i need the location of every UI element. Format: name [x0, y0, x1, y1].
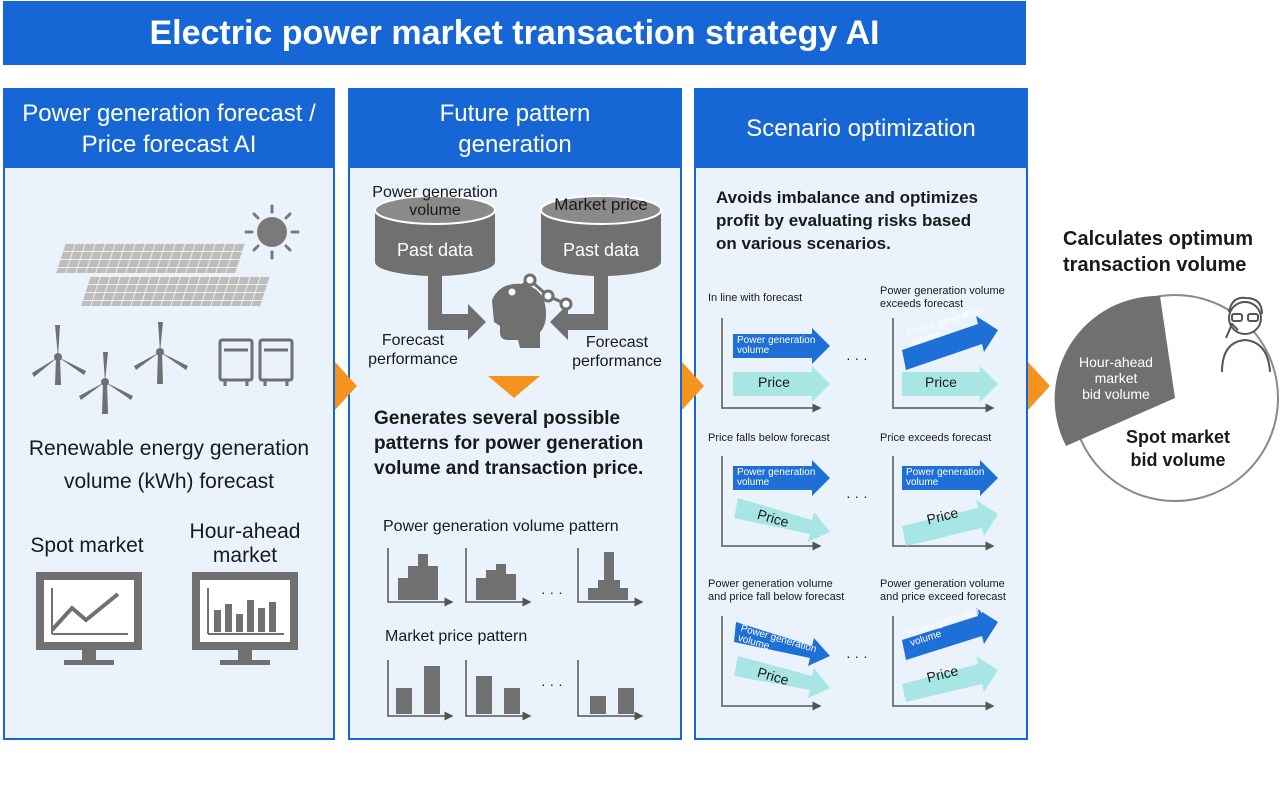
- scenario-price-below: Price falls below forecast: [708, 432, 830, 444]
- scenario-pgv-exceeds: Power generation volume exceeds forecast: [880, 285, 1005, 311]
- bid-volume-pie-chart: [1054, 294, 1279, 502]
- wind-turbine-icon: [32, 322, 188, 414]
- hour-ahead-bid-label: Hour-ahead market bid volume: [1064, 354, 1168, 402]
- header-line: generation: [458, 131, 572, 158]
- panel-pattern-generation-header: Future pattern generation: [350, 90, 680, 168]
- text-line: patterns for power generation: [374, 433, 644, 454]
- text-line: Hour-ahead: [1079, 354, 1153, 370]
- db2-label: Market price: [554, 195, 648, 214]
- text-line: Power generation volume: [880, 578, 1005, 590]
- sun-icon: [244, 204, 300, 260]
- pgv-pattern-label: Power generation volume pattern: [383, 518, 619, 535]
- text-line: Forecast: [381, 332, 445, 349]
- text-line: Spot market: [1125, 427, 1231, 447]
- generates-patterns-text: Generates several possible patterns for …: [374, 406, 643, 481]
- text-line: volume: [409, 202, 461, 219]
- flow-arrow-2: [682, 362, 704, 410]
- text-line: Power generation volume: [708, 578, 833, 590]
- forecast-performance-right: Forecast performance: [562, 333, 672, 371]
- hour-ahead-market-label: Hour-ahead market: [180, 520, 310, 568]
- text-line: exceeds forecast: [880, 298, 964, 310]
- text-line: volume (kWh) forecast: [63, 470, 275, 493]
- solar-panels-icon: [55, 243, 270, 306]
- text-line: and price exceed forecast: [880, 591, 1006, 603]
- text-line: Generates several possible: [374, 408, 621, 429]
- scenario-dots: · · ·: [846, 648, 868, 664]
- text-line: Calculates optimum: [1063, 228, 1254, 250]
- text-line: Power generation: [737, 335, 816, 346]
- text-line: and price fall below forecast: [708, 591, 845, 603]
- hour-ahead-market-monitor-icon: [192, 572, 298, 665]
- scenario-price-exceeds: Price exceeds forecast: [880, 432, 992, 444]
- mp-pattern-label: Market price pattern: [385, 628, 528, 645]
- text-line: market: [212, 544, 278, 567]
- text-line: bid volume: [1082, 386, 1150, 402]
- db-to-ai-arrow-right: [550, 276, 608, 340]
- mp-pattern-charts: [387, 660, 644, 721]
- scenario-price-arrows: [733, 366, 998, 702]
- spot-market-label: Spot market: [30, 534, 144, 557]
- text-line: performance: [572, 353, 662, 370]
- battery-storage-icon: [218, 338, 294, 386]
- text-line: Power generation volume: [880, 285, 1005, 297]
- text-line: Power generation: [737, 467, 816, 478]
- scenario-in-line: In line with forecast: [708, 292, 803, 304]
- price-arrow-label: Price: [758, 374, 790, 390]
- scenario-both-below: Power generation volume and price fall b…: [708, 578, 844, 604]
- pgv-pattern-charts: [387, 548, 644, 607]
- text-line: profit by evaluating risks based: [716, 211, 972, 230]
- past-data-database-price: [540, 195, 662, 276]
- text-line: Power generation: [372, 184, 498, 201]
- main-title: Electric power market transaction strate…: [3, 1, 1026, 65]
- header-line: Scenario optimization: [746, 115, 976, 143]
- flow-arrow-1: [335, 362, 357, 410]
- db1-label: Power generation volume: [355, 184, 515, 220]
- text-line: volume and transaction price.: [374, 458, 644, 479]
- db1-past-data: Past data: [396, 240, 474, 260]
- text-line: on various scenarios.: [716, 234, 891, 253]
- text-line: volume: [906, 477, 939, 488]
- scenario-dots: · · ·: [846, 488, 868, 504]
- db2-past-data: Past data: [562, 240, 640, 260]
- panel-scenario-optimization-header: Scenario optimization: [696, 90, 1026, 168]
- scenario-axes: [721, 318, 995, 711]
- text-line: market: [1094, 370, 1138, 386]
- text-line: Renewable energy generation: [28, 437, 310, 460]
- header-line: Future pattern: [439, 99, 591, 127]
- text-line: performance: [368, 351, 458, 368]
- scenario-description: Avoids imbalance and optimizes profit by…: [716, 186, 978, 255]
- scenario-dots: · · ·: [846, 350, 868, 366]
- header-line: Price forecast AI: [81, 131, 257, 158]
- down-arrow: [488, 376, 540, 398]
- result-title: Calculates optimum transaction volume: [1063, 226, 1253, 278]
- scenario-pgv-arrows: [733, 316, 998, 666]
- text-line: volume: [737, 345, 770, 356]
- flow-arrow-3: [1028, 362, 1050, 410]
- ai-head-icon: [492, 273, 573, 348]
- spot-market-monitor-icon: [36, 572, 142, 665]
- analyst-person-icon: [1221, 296, 1271, 373]
- header-line: Power generation forecast /: [22, 99, 316, 127]
- price-arrow-label: Price: [925, 374, 957, 390]
- forecast-performance-left: Forecast performance: [358, 331, 468, 369]
- text-line: Power generation: [906, 467, 985, 478]
- panel-forecast-ai-header: Power generation forecast / Price forecas…: [5, 90, 333, 168]
- renewable-forecast-text: Renewable energy generation volume (kWh)…: [3, 432, 335, 498]
- mp-pattern-dots: · · ·: [541, 676, 563, 692]
- text-line: bid volume: [1130, 450, 1226, 470]
- pgv-pattern-dots: · · ·: [541, 584, 563, 600]
- db-to-ai-arrow-left: [428, 276, 486, 340]
- past-data-database-power: [374, 195, 496, 276]
- text-line: Hour-ahead: [189, 520, 301, 543]
- text-line: Forecast: [585, 334, 649, 351]
- text-line: Avoids imbalance and optimizes: [716, 188, 978, 207]
- text-line: volume: [737, 477, 770, 488]
- scenario-both-exceed: Power generation volume and price exceed…: [880, 578, 1006, 604]
- spot-bid-label: Spot market bid volume: [1108, 426, 1248, 472]
- text-line: transaction volume: [1063, 254, 1247, 276]
